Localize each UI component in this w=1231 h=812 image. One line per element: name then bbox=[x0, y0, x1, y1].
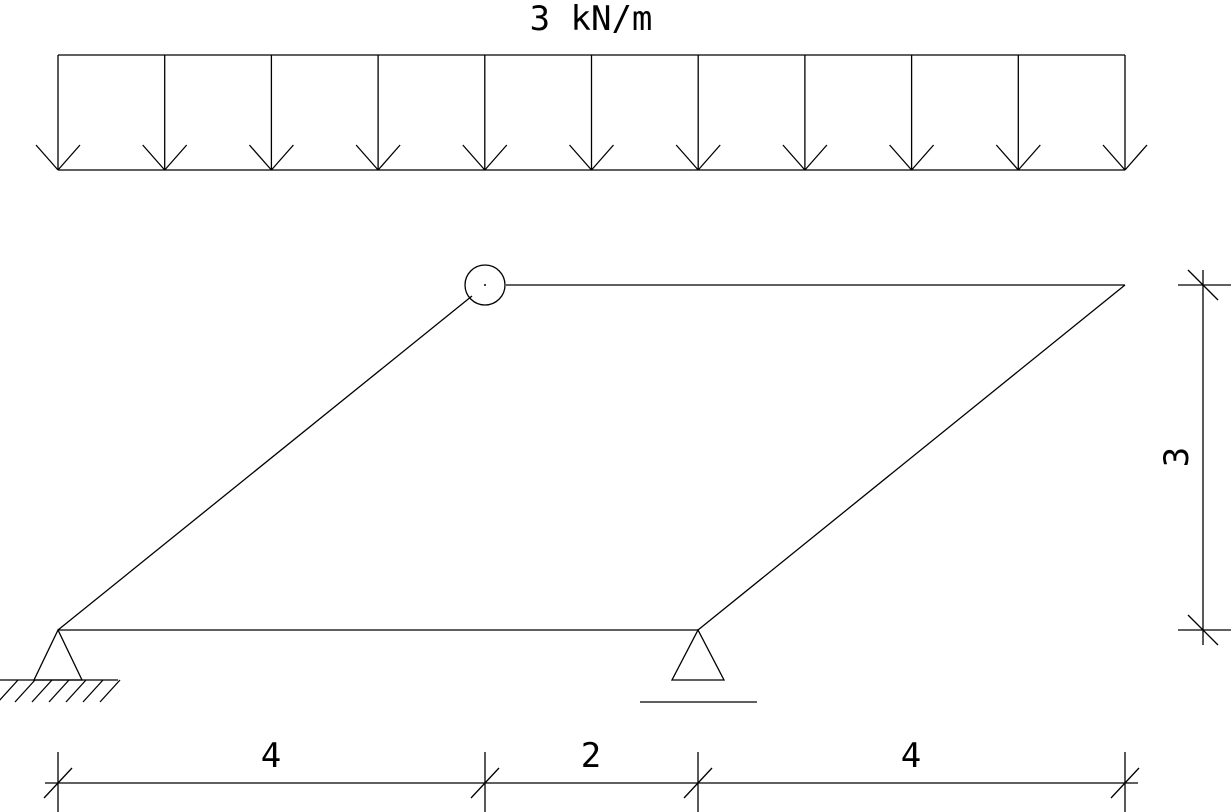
load-arrow-head-right bbox=[697, 144, 721, 171]
internal-hinge bbox=[464, 264, 506, 306]
dim-tick-bottom bbox=[1187, 614, 1219, 646]
dim-label-2: 2 bbox=[581, 736, 601, 776]
load-arrow-head-left bbox=[1102, 144, 1126, 171]
load-arrow-head-left bbox=[35, 144, 59, 171]
load-arrow-head-right bbox=[591, 144, 614, 171]
dim-tick-top bbox=[1187, 269, 1219, 301]
load-arrow-head-left bbox=[355, 144, 379, 171]
dim-tick bbox=[43, 767, 73, 799]
dim-tick bbox=[683, 767, 713, 799]
height-dimension: 3 bbox=[1157, 269, 1231, 646]
height-dimension-label: 3 bbox=[1157, 447, 1197, 467]
load-arrow-head-right bbox=[164, 144, 188, 171]
hatch-line bbox=[82, 679, 104, 703]
load-arrow-head-left bbox=[675, 144, 699, 171]
hatch-line bbox=[65, 679, 87, 703]
load-arrow-head-right bbox=[377, 144, 401, 171]
hatch-line bbox=[31, 679, 53, 703]
load-arrow-head-right bbox=[484, 144, 508, 171]
ground-hatch bbox=[0, 679, 121, 703]
load-arrow-head-right bbox=[57, 144, 81, 171]
load-arrow-head-right bbox=[1017, 144, 1041, 171]
dim-label-1: 4 bbox=[261, 736, 281, 776]
hatch-line bbox=[99, 679, 121, 703]
hatch-line bbox=[0, 679, 19, 701]
distributed-load: 3 kN/m bbox=[35, 0, 1148, 171]
dim-ticks bbox=[43, 752, 1140, 812]
pinned-support bbox=[0, 628, 121, 703]
load-arrow-head-left bbox=[462, 144, 486, 171]
load-arrows bbox=[35, 55, 1148, 171]
load-arrow-head-right bbox=[911, 144, 935, 171]
right-inclined-member bbox=[697, 284, 1126, 631]
hatch-line bbox=[14, 679, 36, 703]
load-arrow-head-right bbox=[804, 144, 828, 171]
load-arrow-head-right bbox=[270, 144, 294, 171]
roller-support bbox=[640, 628, 757, 703]
load-label: 3 kN/m bbox=[530, 0, 653, 39]
left-inclined-member bbox=[57, 295, 473, 631]
dim-tick bbox=[470, 767, 500, 799]
bottom-dimensions: 4 2 4 bbox=[43, 736, 1140, 812]
frame bbox=[57, 264, 1126, 631]
dim-tick bbox=[1110, 767, 1140, 799]
load-arrow-head-left bbox=[142, 144, 166, 171]
roller-support-triangle bbox=[670, 628, 726, 681]
load-arrow-head-right bbox=[1124, 144, 1148, 171]
load-arrow-head-left bbox=[782, 144, 806, 171]
load-arrow-head-left bbox=[248, 144, 272, 171]
load-arrow-head-left bbox=[889, 144, 913, 171]
pinned-support-triangle bbox=[32, 628, 84, 681]
dim-label-3: 4 bbox=[901, 736, 921, 776]
load-arrow-head-left bbox=[995, 144, 1019, 171]
hatch-line bbox=[48, 679, 70, 703]
hinge-center-dot bbox=[484, 284, 486, 286]
load-arrow-head-left bbox=[569, 144, 592, 171]
